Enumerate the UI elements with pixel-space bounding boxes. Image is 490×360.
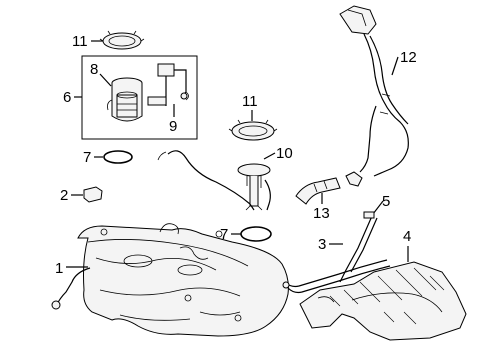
callout-8: 8 bbox=[90, 61, 112, 87]
hose-icon bbox=[157, 150, 255, 211]
callout-9: 9 bbox=[169, 104, 177, 135]
block-icon bbox=[83, 186, 103, 203]
callout-label: 2 bbox=[60, 187, 68, 204]
callout-label: 10 bbox=[276, 145, 293, 162]
callout-label: 13 bbox=[313, 205, 330, 222]
callout-label: 8 bbox=[90, 61, 98, 78]
callout-11-center: 11 bbox=[242, 93, 258, 121]
callout-7-center: 7 bbox=[220, 226, 241, 243]
callout-10: 10 bbox=[263, 145, 293, 162]
callout-11-top: 11 bbox=[72, 33, 104, 50]
strap-short-icon bbox=[339, 211, 378, 283]
sender-float-icon bbox=[147, 63, 189, 106]
callout-13: 13 bbox=[313, 193, 330, 222]
callout-7-left: 7 bbox=[83, 149, 103, 166]
callout-4: 4 bbox=[403, 228, 411, 262]
lock-ring-center-icon bbox=[228, 119, 278, 141]
callout-label: 1 bbox=[55, 260, 63, 277]
fuel-tank-icon bbox=[51, 223, 289, 337]
callout-label: 9 bbox=[169, 118, 177, 135]
callout-2: 2 bbox=[60, 187, 83, 204]
filler-hose-icon bbox=[295, 177, 341, 205]
filler-neck-icon bbox=[339, 5, 409, 187]
strap-long-icon bbox=[282, 259, 391, 294]
sender-plate-icon bbox=[237, 163, 271, 211]
callout-6: 6 bbox=[63, 89, 82, 106]
callout-label: 5 bbox=[382, 193, 390, 210]
heat-shield-icon bbox=[299, 261, 467, 341]
callout-1: 1 bbox=[55, 260, 88, 277]
lock-ring-top-icon bbox=[99, 30, 145, 50]
callout-label: 7 bbox=[220, 226, 228, 243]
callout-label: 6 bbox=[63, 89, 71, 106]
callout-label: 4 bbox=[403, 228, 411, 245]
callout-12: 12 bbox=[391, 49, 417, 76]
callout-label: 3 bbox=[318, 236, 326, 253]
callout-3: 3 bbox=[318, 236, 343, 253]
callout-label: 7 bbox=[83, 149, 91, 166]
callout-label: 12 bbox=[400, 49, 417, 66]
callout-label: 11 bbox=[242, 93, 258, 110]
callout-5: 5 bbox=[372, 193, 390, 215]
callout-label: 11 bbox=[72, 33, 88, 50]
fuel-pump-icon bbox=[107, 77, 143, 122]
o-ring-left-icon bbox=[103, 150, 133, 164]
o-ring-center-icon bbox=[240, 226, 272, 242]
